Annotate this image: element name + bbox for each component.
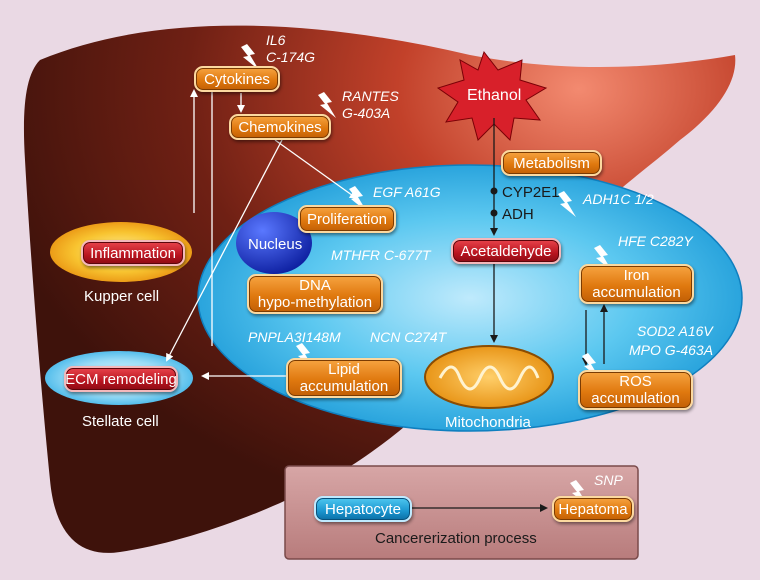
ecm-remodeling-node: ECM remodeling — [64, 366, 178, 392]
hfe-snp-label: HFE C282Y — [618, 233, 693, 249]
nucleus-label: Nucleus — [248, 236, 303, 253]
adh-snp-label: ADH1C 1/2 — [583, 191, 654, 207]
ros-line1: ROS — [619, 373, 652, 390]
egf-snp-label: EGF A61G — [373, 184, 441, 200]
proliferation-node: Proliferation — [298, 205, 396, 233]
mpo-snp-label: MPO G-463A — [629, 342, 714, 358]
lightning-bolt-icon — [318, 92, 336, 118]
ncn-snp-label: NCN C274T — [370, 329, 447, 345]
inflammation-node: Inflammation — [81, 240, 185, 266]
cytokines-node: Cytokines — [194, 66, 280, 92]
iron-line1: Iron — [623, 267, 650, 284]
cancer-panel — [284, 465, 639, 560]
rantes-snp-label: RANTES G-403A — [342, 88, 399, 122]
lipid-line2: accumulation — [299, 378, 389, 395]
acetaldehyde-node: Acetaldehyde — [451, 238, 561, 264]
ros-line2: accumulation — [591, 390, 680, 407]
chemokines-node: Chemokines — [229, 114, 331, 140]
pnpla3-snp-label: PNPLA3I148M — [248, 329, 341, 345]
metabolism-node: Metabolism — [501, 150, 602, 176]
nucleus-shape — [236, 212, 312, 274]
il6-snp-label: IL6 C-174G — [266, 32, 315, 66]
lipid-line1: Lipid — [328, 361, 360, 378]
rantes-snp-variant: G-403A — [342, 105, 391, 121]
il6-snp-variant: C-174G — [266, 49, 316, 65]
mitochondria-shape — [424, 345, 554, 409]
dna-line1: DNA — [299, 277, 331, 294]
hepatoma-node: Hepatoma — [552, 496, 634, 522]
dna-hypomethylation-node: DNA hypo-methylation — [247, 274, 383, 314]
mitochondria-label: Mitochondria — [445, 414, 531, 431]
dna-line2: hypo-methylation — [257, 294, 373, 311]
mthfr-snp-label: MTHFR C-677T — [331, 247, 431, 263]
cancer-process-label: Cancererization process — [375, 530, 537, 547]
lightning-bolt-icon — [558, 191, 576, 217]
snp-label: SNP — [594, 472, 623, 488]
hepatocyte-node: Hepatocyte — [314, 496, 412, 522]
sod2-snp-label: SOD2 A16V — [637, 323, 713, 339]
stellate-cell-label: Stellate cell — [82, 413, 159, 430]
kupper-cell-label: Kupper cell — [84, 288, 160, 305]
lightning-bolt-icon — [241, 44, 259, 70]
iron-accumulation-node: Iron accumulation — [579, 264, 694, 304]
cyp2e1-label: CYP2E1 — [502, 184, 560, 201]
ethanol-label: Ethanol — [467, 87, 522, 104]
il6-snp-gene: IL6 — [266, 32, 286, 48]
iron-line2: accumulation — [592, 284, 681, 301]
ros-accumulation-node: ROS accumulation — [578, 370, 693, 410]
adh-label: ADH — [502, 206, 534, 223]
lipid-accumulation-node: Lipid accumulation — [286, 358, 402, 398]
rantes-snp-gene: RANTES — [342, 88, 399, 104]
